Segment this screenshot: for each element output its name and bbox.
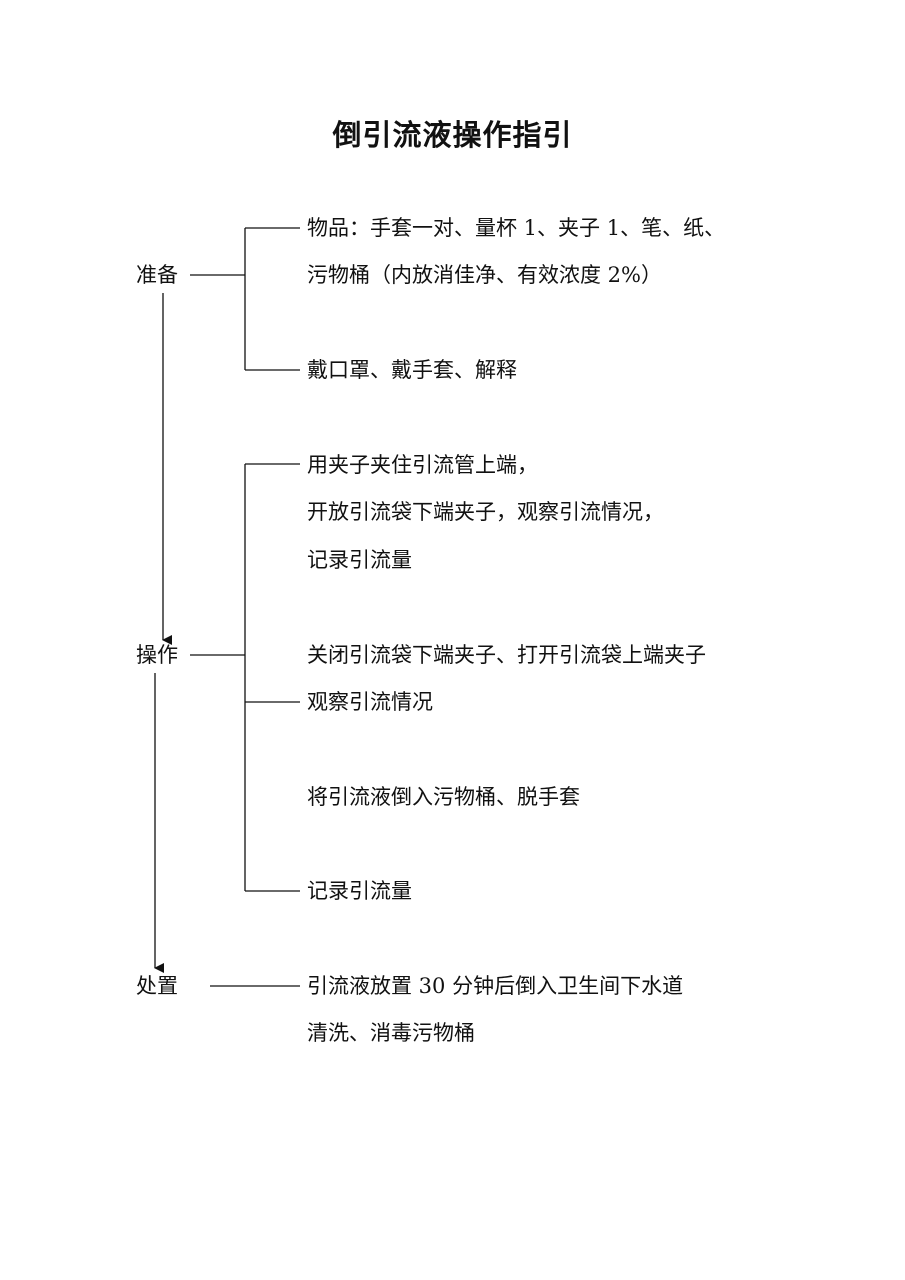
operate-item-6: 将引流液倒入污物桶、脱手套	[307, 785, 580, 809]
operate-item-3: 记录引流量	[307, 548, 412, 572]
stage-label-dispose: 处置	[136, 974, 178, 998]
stage-label-prepare: 准备	[136, 263, 178, 287]
operate-item-2: 开放引流袋下端夹子，观察引流情况，	[307, 500, 664, 524]
prepare-item-3: 戴口罩、戴手套、解释	[307, 358, 517, 382]
operate-item-5: 观察引流情况	[307, 690, 433, 714]
prepare-item-2: 污物桶（内放消佳净、有效浓度 2%）	[307, 263, 662, 287]
stage-label-operate: 操作	[136, 643, 178, 667]
dispose-item-1: 引流液放置 30 分钟后倒入卫生间下水道	[307, 974, 684, 998]
operate-item-1: 用夹子夹住引流管上端，	[307, 453, 538, 477]
operate-item-4: 关闭引流袋下端夹子、打开引流袋上端夹子	[307, 643, 706, 667]
page-title: 倒引流液操作指引	[332, 118, 573, 152]
prepare-item-1: 物品：手套一对、量杯 1、夹子 1、笔、纸、	[307, 216, 726, 240]
dispose-item-2: 清洗、消毒污物桶	[307, 1021, 475, 1045]
operate-item-7: 记录引流量	[307, 879, 412, 903]
